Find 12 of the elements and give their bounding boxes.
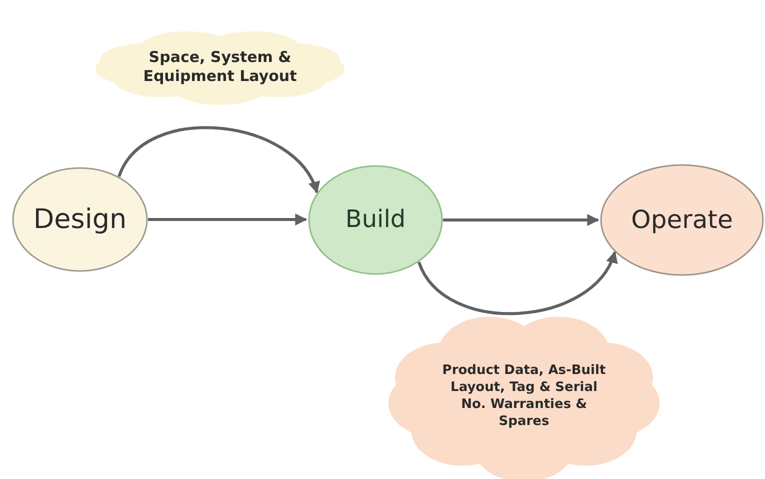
ellipse-node [308,165,443,275]
arrow [443,214,600,226]
cloud-text: Space, System & Equipment Layout [142,48,298,86]
arrow [148,214,308,226]
node-label: Design [33,202,127,237]
cloud-text: Product Data, As-Built Layout, Tag & Serial No. Warranties & Spares [442,363,606,431]
arrow [118,126,318,194]
ellipse-node [12,167,148,272]
node-label: Operate [631,204,733,236]
arrow [418,251,616,315]
ellipse-node [600,164,764,276]
node-label: Build [345,204,406,236]
